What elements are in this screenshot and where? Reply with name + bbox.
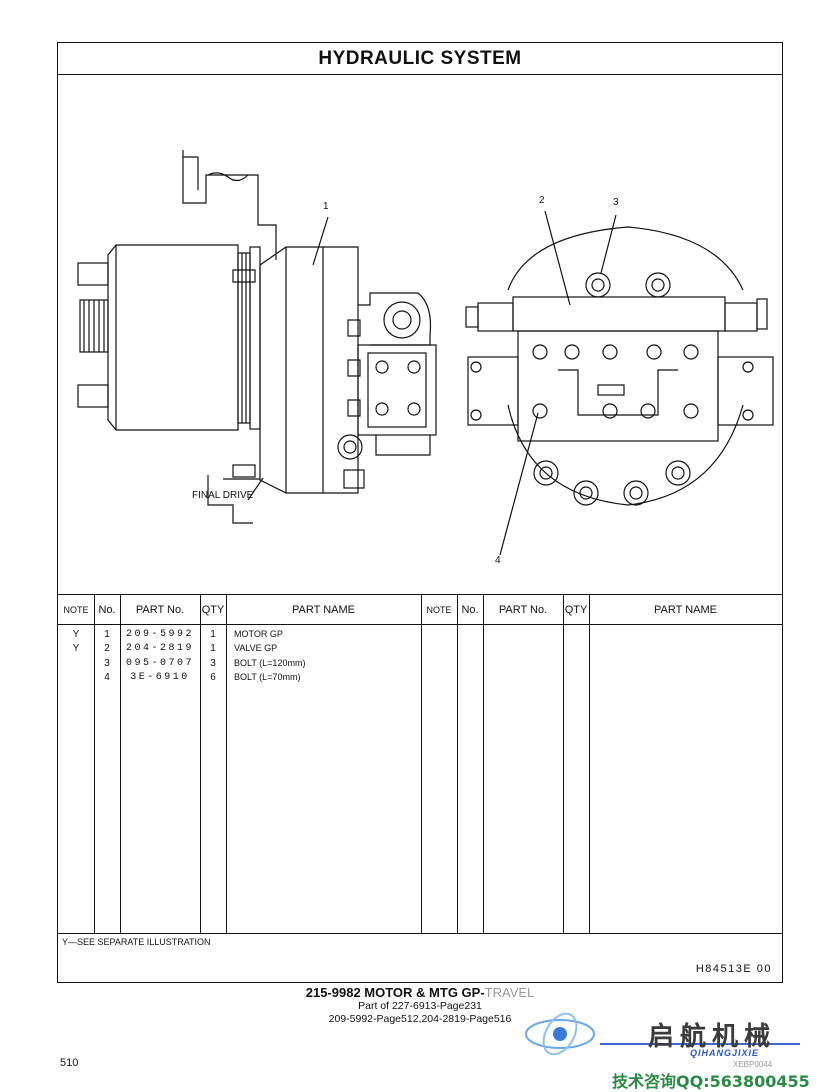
caption-title-main: 215-9982 MOTOR & MTG GP- (305, 985, 485, 1000)
table-row: Y 2 204-2819 1 VALVE GP (58, 641, 782, 656)
header-note-right: NOTE (426, 605, 452, 615)
row-note: Y (72, 643, 80, 654)
row-part-no: 095-0707 (125, 658, 194, 669)
col-divider (120, 595, 121, 934)
header-qty-right: QTY (564, 604, 588, 616)
row-qty: 1 (210, 629, 216, 640)
col-divider (589, 595, 590, 934)
header-part-name: PART NAME (292, 604, 355, 616)
table-row: Y 1 209-5992 1 MOTOR GP (58, 627, 782, 642)
page-number: 510 (60, 1057, 79, 1069)
header-no: No. (98, 604, 116, 616)
row-no: 4 (104, 672, 110, 683)
row-part-no: 209-5992 (125, 629, 194, 640)
col-divider (421, 595, 422, 934)
callout-3: 3 (613, 197, 619, 208)
table-row: 3 095-0707 3 BOLT (L=120mm) (58, 656, 782, 671)
table-header: NOTE No. PART No. QTY PART NAME NOTE No.… (58, 595, 782, 625)
callout-4: 4 (495, 555, 501, 566)
table-footnote: Y—SEE SEPARATE ILLUSTRATION H84513E 00 (58, 933, 782, 982)
final-drive-label: FINAL DRIVE (192, 490, 254, 501)
row-part-no: 3E-6910 (130, 672, 190, 683)
row-qty: 1 (210, 643, 216, 654)
watermark-logo-icon (525, 1012, 595, 1056)
caption-line-1: Part of 227-6913-Page231 (358, 1000, 482, 1012)
row-qty: 3 (210, 658, 216, 669)
callout-1: 1 (323, 201, 329, 212)
header-part-no-right: PART No. (498, 604, 548, 616)
row-part-name: MOTOR GP (234, 629, 283, 639)
row-part-no: 204-2819 (125, 643, 194, 654)
watermark-pinyin: QIHANGJIXIE (690, 1048, 760, 1058)
watermark-divider (600, 1043, 800, 1045)
header-part-no: PART No. (135, 604, 185, 616)
callout-2: 2 (539, 195, 545, 206)
front-view (465, 210, 774, 556)
col-divider (200, 595, 201, 934)
col-divider (483, 595, 484, 934)
page-title: HYDRAULIC SYSTEM (58, 43, 782, 75)
header-qty: QTY (201, 604, 225, 616)
page-frame: HYDRAULIC SYSTEM (57, 42, 783, 983)
motor-drawing (77, 150, 774, 556)
table-row: 4 3E-6910 6 BOLT (L=70mm) (58, 670, 782, 685)
row-no: 1 (104, 629, 110, 640)
col-divider (563, 595, 564, 934)
caption-line-2: 209-5992-Page512,204-2819-Page516 (328, 1013, 512, 1025)
caption-title-suffix: TRAVEL (484, 985, 535, 1000)
row-note: Y (72, 629, 80, 640)
footnote-text: Y—SEE SEPARATE ILLUSTRATION (62, 937, 211, 947)
drawing-code: H84513E 00 (695, 963, 772, 975)
parts-table: NOTE No. PART No. QTY PART NAME NOTE No.… (58, 594, 782, 934)
col-divider (457, 595, 458, 934)
row-part-name: BOLT (L=70mm) (234, 672, 301, 682)
row-part-name: BOLT (L=120mm) (234, 658, 306, 668)
watermark-brand: 启航机械 (648, 1022, 777, 1052)
header-no-right: No. (461, 604, 479, 616)
exploded-illustration: 1 2 3 4 FINAL DRIVE (58, 75, 782, 595)
watermark-code: XEBP0044 (733, 1060, 773, 1069)
row-no: 3 (104, 658, 110, 669)
col-divider (94, 595, 95, 934)
caption-title: 215-9982 MOTOR & MTG GP-TRAVEL (0, 985, 840, 1000)
watermark-contact: 技术咨询QQ:563800455 (612, 1072, 810, 1091)
row-part-name: VALVE GP (234, 643, 278, 653)
row-no: 2 (104, 643, 110, 654)
col-divider (226, 595, 227, 934)
header-note: NOTE (63, 605, 89, 615)
side-view (77, 150, 437, 524)
row-qty: 6 (210, 672, 216, 683)
header-part-name-right: PART NAME (654, 604, 717, 616)
